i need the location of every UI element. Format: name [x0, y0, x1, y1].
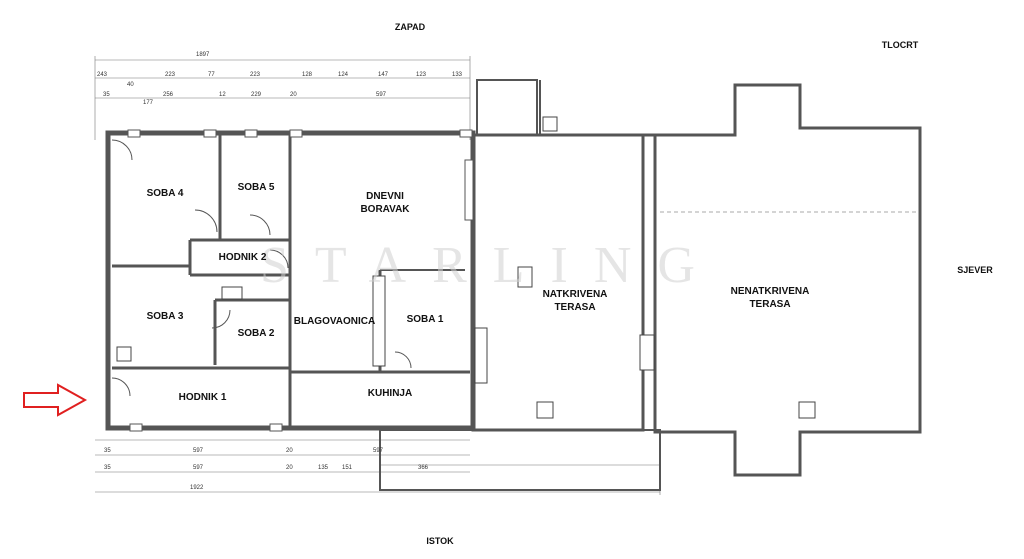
room-blagovaonica: BLAGOVAONICA	[293, 316, 376, 327]
dim-bot1-c: 20	[286, 448, 293, 454]
room-nenatkrivena-terasa: NENATKRIVENA TERASA	[730, 286, 810, 310]
room-soba1: SOBA 1	[406, 314, 444, 325]
plan-title: TLOCRT	[881, 40, 919, 50]
room-kuhinja: KUHINJA	[367, 388, 413, 399]
room-natkrivena-terasa: NATKRIVENA TERASA	[542, 289, 608, 313]
dim-bot2-b: 597	[193, 465, 204, 471]
room-hodnik2: HODNIK 2	[218, 252, 267, 263]
dim-left-a: 40	[127, 82, 134, 88]
room-hodnik1: HODNIK 1	[178, 392, 227, 403]
dim-bot2-f: 366	[418, 465, 429, 471]
dim-bottom-total: 1922	[190, 485, 204, 491]
room-soba3: SOBA 3	[146, 311, 184, 322]
dim-top1-b: 223	[165, 72, 176, 78]
covered-terrace	[379, 79, 661, 491]
fixtures	[116, 116, 816, 419]
dim-top-total: 1897	[196, 52, 210, 58]
dim-top1-d: 223	[250, 72, 261, 78]
dim-bot2-d: 135	[318, 465, 329, 471]
entrance-arrow-icon	[23, 383, 88, 417]
dim-bot1-a: 35	[104, 448, 111, 454]
dim-top1-a: 243	[97, 72, 108, 78]
dim-top1-c: 77	[208, 72, 215, 78]
dim-top1-i: 133	[452, 72, 463, 78]
compass-east: ISTOK	[426, 536, 454, 546]
compass-west: ZAPAD	[394, 22, 426, 32]
dim-bot2-c: 20	[286, 465, 293, 471]
watermark: STARLING	[260, 237, 721, 294]
dim-top2-f: 597	[376, 92, 387, 98]
room-soba4: SOBA 4	[146, 188, 184, 199]
dim-top2-c: 12	[219, 92, 226, 98]
compass-north: SJEVER	[957, 265, 993, 275]
dim-top2-a: 35	[103, 92, 110, 98]
dim-top2-b: 256	[163, 92, 174, 98]
door-swings	[111, 139, 412, 397]
dim-top1-f: 124	[338, 72, 349, 78]
windows	[127, 129, 474, 432]
dim-bot2-e: 151	[342, 465, 353, 471]
room-dnevni-boravak: DNEVNI BORAVAK	[360, 191, 410, 215]
dim-top1-e: 128	[302, 72, 313, 78]
dim-bot1-d: 597	[373, 448, 384, 454]
uncovered-terrace	[643, 83, 922, 477]
dim-top2-d: 229	[251, 92, 262, 98]
dim-bot2-a: 35	[104, 465, 111, 471]
dim-bot1-b: 597	[193, 448, 204, 454]
dim-top2-e: 20	[290, 92, 297, 98]
dim-top1-h: 123	[416, 72, 427, 78]
room-soba2: SOBA 2	[237, 328, 275, 339]
dim-top1-g: 147	[378, 72, 389, 78]
room-soba5: SOBA 5	[237, 182, 275, 193]
dim-left-b: 177	[143, 100, 154, 106]
